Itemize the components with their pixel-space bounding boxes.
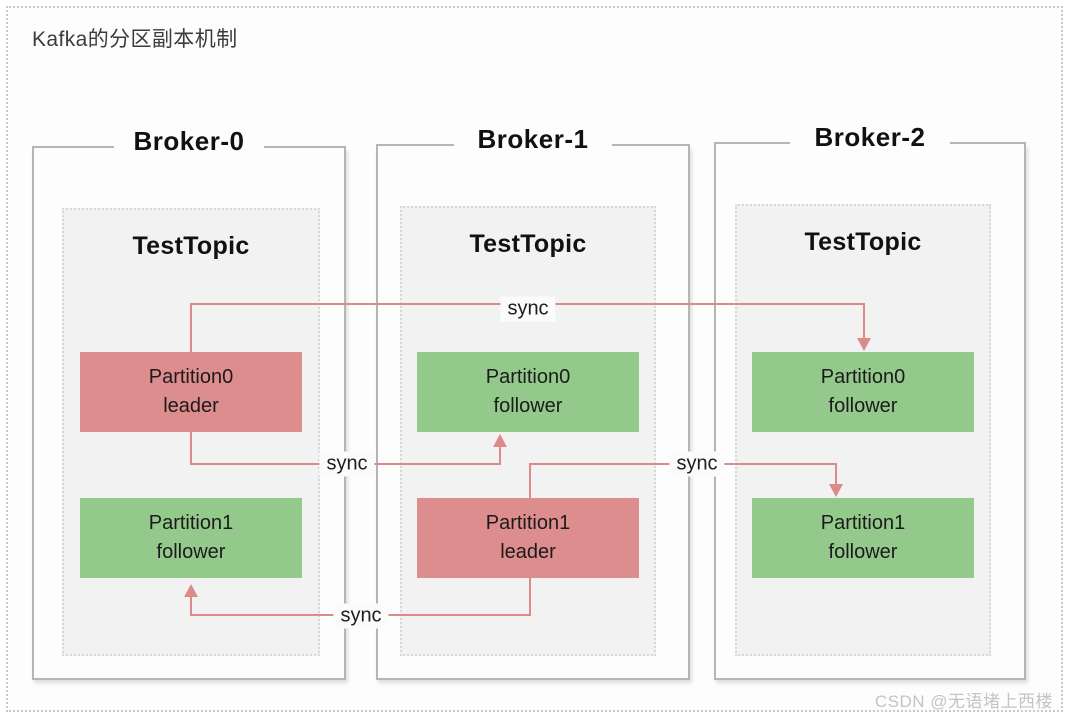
partition-broker2-partition0[interactable]: Partition0 follower xyxy=(752,352,974,432)
broker-2-top-rule-right xyxy=(950,142,1026,144)
broker-0-top-rule-right xyxy=(264,146,346,148)
broker-title-1: Broker-1 xyxy=(477,124,589,154)
conn-3-seg-v-end xyxy=(835,463,837,485)
conn-2-arrowhead xyxy=(493,434,507,447)
partition-broker1-partition1[interactable]: Partition1 leader xyxy=(417,498,639,578)
broker-title-2: Broker-2 xyxy=(814,122,926,152)
sync-label-2: sync xyxy=(319,451,375,477)
conn-3-arrowhead xyxy=(829,484,843,497)
conn-1-seg-v-start xyxy=(190,303,192,353)
broker-1-top-rule-right xyxy=(612,144,690,146)
partition-role: leader xyxy=(500,541,556,563)
conn-3-seg-v-start xyxy=(529,463,531,499)
partition-broker0-partition0[interactable]: Partition0 leader xyxy=(80,352,302,432)
partition-name: Partition0 xyxy=(148,366,234,388)
topic-title-2: TestTopic xyxy=(804,228,922,256)
conn-4-seg-v-start xyxy=(529,578,531,616)
broker-title-0: Broker-0 xyxy=(133,126,245,156)
partition-broker2-partition1[interactable]: Partition1 follower xyxy=(752,498,974,578)
partition-broker0-partition1[interactable]: Partition1 follower xyxy=(80,498,302,578)
page-title: Kafka的分区副本机制 xyxy=(32,28,238,51)
partition-broker1-partition0[interactable]: Partition0 follower xyxy=(417,352,639,432)
sync-label-3: sync xyxy=(669,451,725,477)
partition-name: Partition1 xyxy=(148,512,234,534)
broker-1-top-rule-left xyxy=(376,144,454,146)
conn-2-seg-v-start xyxy=(190,432,192,465)
partition-role: follower xyxy=(828,541,898,563)
broker-0-top-rule-left xyxy=(32,146,114,148)
partition-name: Partition0 xyxy=(820,366,906,388)
partition-name: Partition1 xyxy=(485,512,571,534)
partition-role: follower xyxy=(156,541,226,563)
partition-role: leader xyxy=(163,395,219,417)
sync-label-4: sync xyxy=(333,603,389,629)
conn-1-seg-v-end xyxy=(863,303,865,339)
topic-title-0: TestTopic xyxy=(132,232,250,260)
sync-label-1: sync xyxy=(500,296,556,322)
partition-name: Partition1 xyxy=(820,512,906,534)
broker-2-top-rule-left xyxy=(714,142,790,144)
watermark: CSDN @无语堵上西楼 xyxy=(874,692,1053,711)
partition-role: follower xyxy=(493,395,563,417)
conn-1-arrowhead xyxy=(857,338,871,351)
conn-4-seg-v-end xyxy=(190,597,192,616)
conn-4-arrowhead xyxy=(184,584,198,597)
topic-title-1: TestTopic xyxy=(469,230,587,258)
partition-role: follower xyxy=(828,395,898,417)
partition-name: Partition0 xyxy=(485,366,571,388)
conn-2-seg-v-end xyxy=(499,446,501,465)
